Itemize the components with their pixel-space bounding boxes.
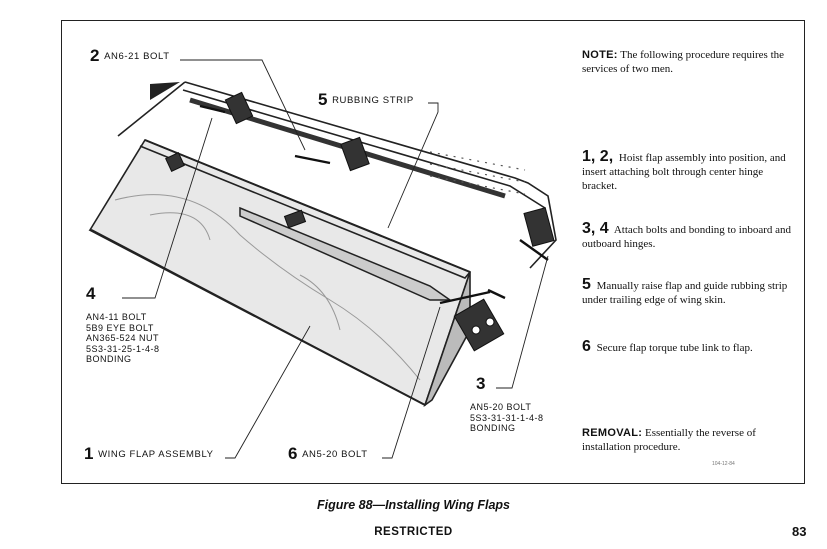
- callout-4-number: 4: [86, 284, 97, 303]
- note-label: NOTE:: [582, 49, 618, 61]
- page-number: 83: [792, 524, 807, 539]
- step-3-4-number: 3, 4: [582, 220, 609, 237]
- callout-3-number: 3: [476, 374, 487, 393]
- callout-4-line: AN365-524 NUT: [86, 333, 160, 343]
- note-paragraph: NOTE: The following procedure requires t…: [582, 48, 794, 76]
- callout-3-line: 5S3-31-31-1-4-8: [470, 412, 544, 423]
- step-6-text: Secure flap torque tube link to flap.: [596, 342, 753, 354]
- classification-footer: RESTRICTED: [374, 526, 453, 538]
- callout-4-line: 5B9 EYE BOLT: [86, 322, 154, 333]
- callout-4-parts: AN4-11 BOLT 5B9 EYE BOLT AN365-524 NUT 5…: [86, 312, 160, 365]
- removal-text: Essentially the reverse of installation …: [582, 427, 756, 453]
- callout-6-number: 6: [288, 444, 299, 463]
- step-3-4: 3, 4 Attach bolts and bonding to inboard…: [582, 220, 794, 251]
- flap-assembly: [88, 139, 471, 408]
- callout-2-label: AN6-21 BOLT: [104, 51, 170, 62]
- callout-6-label: AN5-20 BOLT: [302, 449, 368, 460]
- note-text: The following procedure requires the ser…: [582, 49, 785, 75]
- callout-1-number: 1: [84, 444, 95, 463]
- step-5-number: 5: [582, 276, 591, 293]
- step-6-number: 6: [582, 338, 591, 355]
- callout-4: 4: [86, 285, 100, 302]
- leader-lines: [122, 59, 549, 459]
- drawing-code: 104-12-84: [712, 461, 735, 467]
- callout-3-line: AN5-20 BOLT: [470, 402, 532, 412]
- figure-frame: [61, 20, 805, 484]
- callout-3-parts: AN5-20 BOLT 5S3-31-31-1-4-8 BONDING: [470, 402, 544, 434]
- figure-caption: Figure 88—Installing Wing Flaps: [317, 498, 510, 512]
- callout-5-label: RUBBING STRIP: [332, 95, 414, 106]
- callout-3: 3: [476, 375, 490, 392]
- step-1-2: 1, 2, Hoist flap assembly into position,…: [582, 148, 794, 193]
- removal-label: REMOVAL:: [582, 427, 643, 439]
- step-1-2-number: 1, 2,: [582, 148, 614, 165]
- step-5: 5 Manually raise flap and guide rubbing …: [582, 276, 794, 307]
- step-3-4-text: Attach bolts and bonding to inboard and …: [582, 224, 792, 250]
- step-6: 6 Secure flap torque tube link to flap.: [582, 338, 794, 355]
- step-1-2-text: Hoist flap assembly into position, and i…: [582, 152, 786, 192]
- callout-4-line: 5S3-31-25-1-4-8: [86, 343, 160, 354]
- callout-1-label: WING FLAP ASSEMBLY: [98, 449, 214, 460]
- callout-2-number: 2: [90, 46, 101, 65]
- wing-dotted-skin: [429, 151, 526, 195]
- callout-5-number: 5: [318, 90, 329, 109]
- removal-paragraph: REMOVAL: Essentially the reverse of inst…: [582, 426, 794, 454]
- callout-3-line: BONDING: [470, 423, 516, 433]
- callout-4-line: BONDING: [86, 354, 132, 364]
- bolts-and-links: [199, 104, 549, 305]
- hinge-brackets: [165, 91, 555, 352]
- step-5-text: Manually raise flap and guide rubbing st…: [582, 280, 788, 306]
- rubbing-strip: [239, 206, 453, 301]
- callout-4-line: AN4-11 BOLT: [86, 312, 147, 322]
